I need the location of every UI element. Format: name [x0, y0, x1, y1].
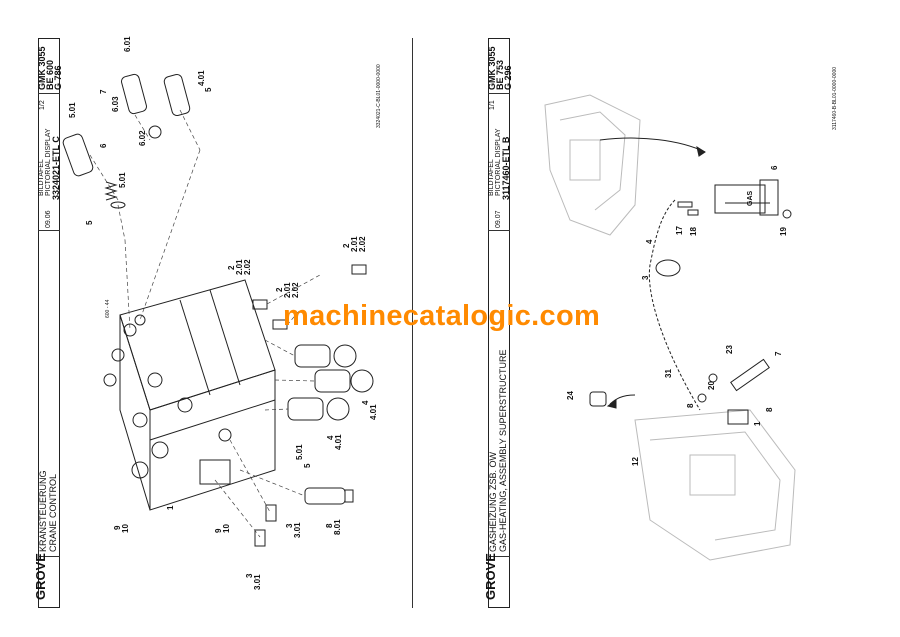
callout-3-01: 3.01	[293, 522, 302, 538]
callout-24: 24	[566, 391, 575, 400]
callout-4-01: 4.01	[369, 404, 378, 420]
callout-6-03: 6	[99, 143, 108, 148]
callout-23: 23	[725, 345, 734, 354]
title-strip	[488, 38, 510, 608]
callout-2-02: 2.02	[291, 282, 300, 298]
callout-18: 18	[689, 227, 698, 236]
watermark: machinecatalogic.com	[283, 300, 601, 332]
callout-7-03: 7	[99, 89, 108, 94]
callout-10: 10	[121, 524, 130, 533]
callout-10: 10	[222, 524, 231, 533]
strip-divider	[488, 93, 510, 94]
callout-6: 6	[770, 165, 779, 170]
callout-3-01: 3.01	[253, 574, 262, 590]
callout-5-01: 5	[303, 463, 312, 468]
callout-12: 12	[631, 457, 640, 466]
callout-5: 4.01	[197, 70, 206, 86]
callout-31: 31	[664, 369, 673, 378]
title-strip	[38, 38, 60, 608]
callout-1: 1	[166, 505, 175, 510]
callout-5: 5.01	[295, 444, 304, 460]
callout-7: 6.01	[123, 36, 132, 52]
callout-4: 4	[645, 239, 654, 244]
callout-17: 17	[675, 226, 684, 235]
strip-divider	[488, 230, 510, 231]
callout-8: 8	[765, 407, 774, 412]
gas-heating-drawing	[544, 94, 796, 561]
callout-8: 8	[686, 403, 695, 408]
callout-7: 7	[774, 351, 783, 356]
sheet-crane-control: GROVE KRANSTEUERUNG CRANE CONTROL 09.06 …	[33, 36, 413, 608]
callout-5-01: 5	[204, 87, 213, 92]
callout-6: 5.01	[68, 102, 77, 118]
callout-6-01: 5	[85, 220, 94, 225]
callout-2-02: 2.02	[243, 259, 252, 275]
callout-4-01: 4.01	[334, 434, 343, 450]
callout-20: 20	[707, 381, 716, 390]
strip-divider	[38, 556, 60, 557]
sheet-gas-heating: GROVE GASHEIZUNG ZSB. OW GAS-HEATING, AS…	[450, 0, 900, 637]
valve-block-drawing	[62, 73, 374, 547]
gas-label: GAS	[747, 190, 754, 206]
callout-6-02: 5.01	[118, 172, 127, 188]
strip-divider	[38, 93, 60, 94]
callout-1: 1	[753, 421, 762, 426]
strip-divider	[488, 556, 510, 557]
callout-8-01: 8.01	[333, 519, 342, 535]
callout-3: 3	[641, 275, 650, 280]
callout-19: 19	[779, 227, 788, 236]
callout-7-01: 6.02	[138, 130, 147, 146]
callout-2-02: 2.02	[358, 236, 367, 252]
callout-7-02: 6.03	[111, 96, 120, 112]
strip-divider	[38, 230, 60, 231]
sheet-border	[412, 38, 413, 608]
